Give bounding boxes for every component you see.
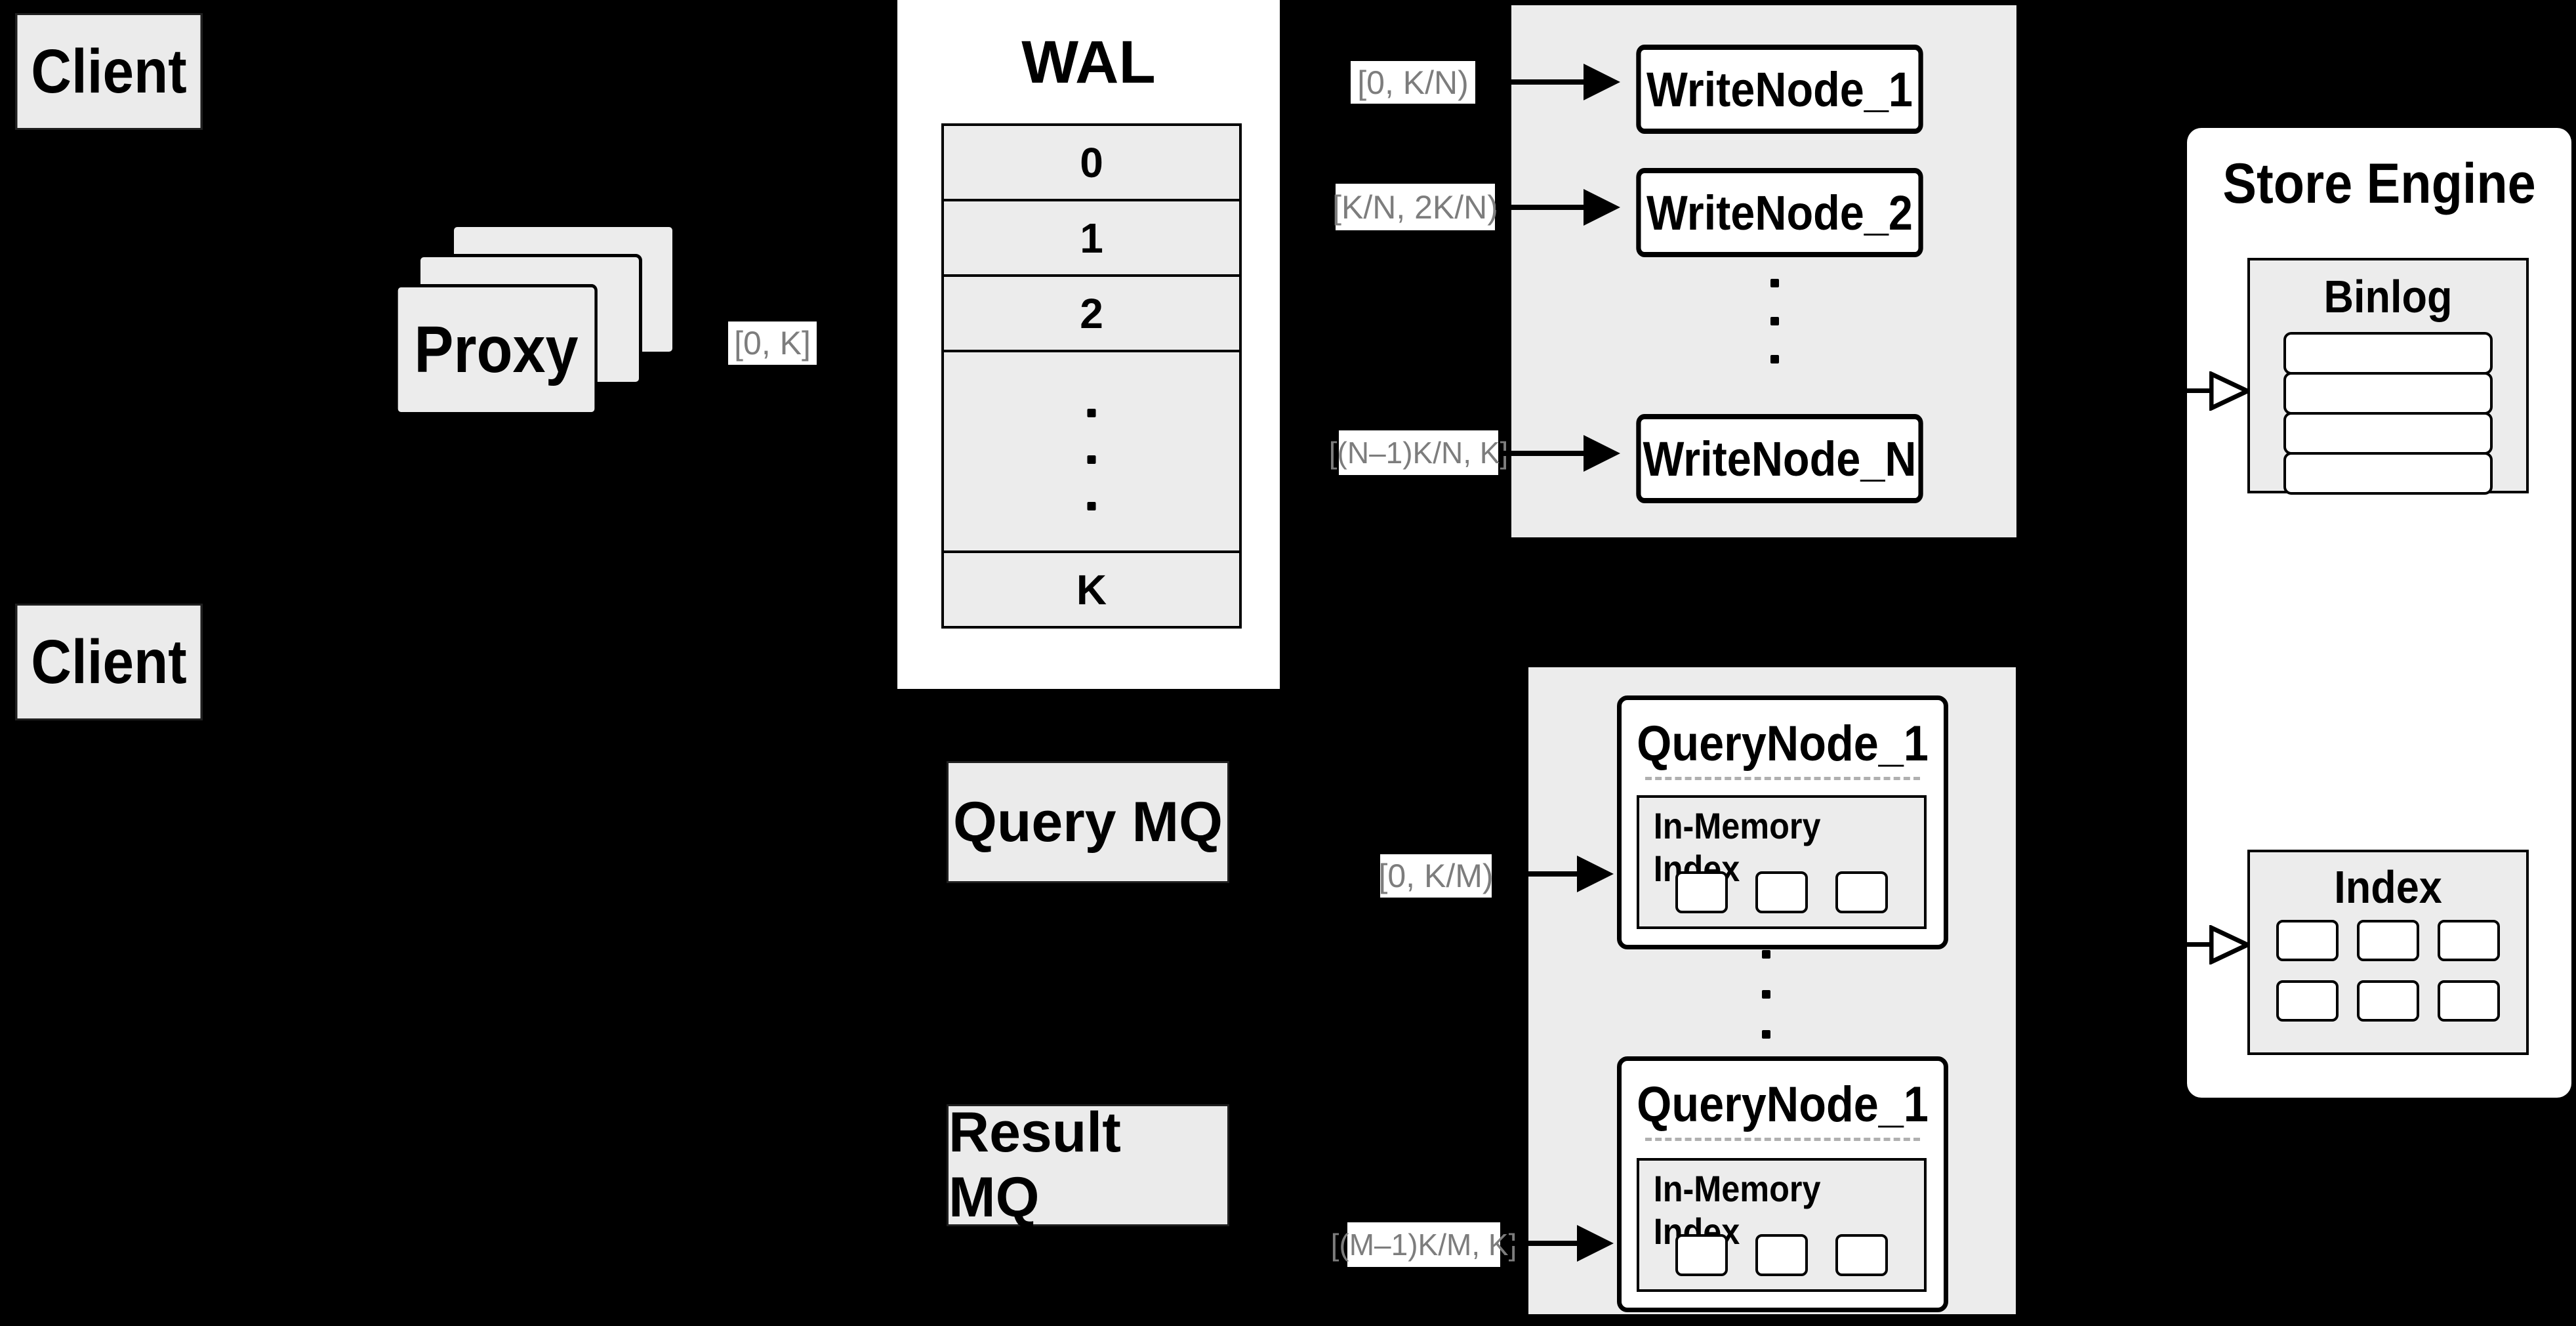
wal-table: 0 1 2 K xyxy=(941,123,1242,629)
arrow-to-querynode-1 xyxy=(1496,871,1578,877)
arrow-to-index xyxy=(2175,942,2213,947)
query-mq-box: Query MQ xyxy=(947,761,1229,883)
arrow-to-querynode-m xyxy=(1503,1241,1578,1246)
index-squares-row-2 xyxy=(2250,980,2526,1022)
client-box-top: Client xyxy=(15,13,203,130)
wal-row-2: 2 xyxy=(944,277,1239,352)
index-square-icon xyxy=(2357,980,2419,1022)
write-node-2-box: WriteNode_2 xyxy=(1636,168,1923,257)
wal-title: WAL xyxy=(1021,28,1156,96)
binlog-rows xyxy=(2283,332,2493,495)
dashed-divider xyxy=(1645,1138,1920,1141)
arrowhead-to-writenode-n-icon xyxy=(1584,435,1620,472)
store-engine-panel: Store Engine Binlog Index xyxy=(2187,128,2571,1098)
in-memory-index-box: In-Memory Index xyxy=(1637,1158,1927,1292)
vertical-ellipsis-icon xyxy=(1762,950,1770,1039)
arrow-to-binlog xyxy=(2175,388,2213,393)
wal-panel: WAL 0 1 2 K xyxy=(897,0,1280,689)
store-engine-title: Store Engine xyxy=(2222,152,2536,215)
write-node-n-box: WriteNode_N xyxy=(1636,414,1923,503)
index-square-icon xyxy=(2438,980,2500,1022)
proxy-box: Proxy xyxy=(395,284,598,415)
range-label-write-n: [(N–1)K/N, K] xyxy=(1329,430,1508,475)
query-node-1-box: QueryNode_1 In-Memory Index xyxy=(1617,695,1948,949)
binlog-row-icon xyxy=(2283,412,2493,455)
segment-square-icon xyxy=(1675,1234,1728,1276)
arrow-to-writenode-n xyxy=(1499,451,1585,456)
index-square-icon xyxy=(2276,920,2339,961)
range-label-write-2: [K/N, 2K/N) xyxy=(1332,184,1498,230)
vertical-ellipsis-icon xyxy=(1087,409,1096,510)
segment-square-icon xyxy=(1835,871,1888,913)
binlog-row-icon xyxy=(2283,332,2493,375)
arrowhead-to-querynode-1-icon xyxy=(1577,856,1614,892)
wal-row-k: K xyxy=(944,553,1239,626)
index-title: Index xyxy=(2334,861,2442,913)
range-label-write-1: [0, K/N) xyxy=(1351,61,1475,104)
index-squares-row-1 xyxy=(2250,920,2526,961)
arrowhead-to-querynode-m-icon xyxy=(1577,1225,1614,1262)
segment-square-icon xyxy=(1755,1234,1808,1276)
write-node-1-box: WriteNode_1 xyxy=(1636,45,1923,134)
client-box-bottom: Client xyxy=(15,604,203,720)
index-square-icon xyxy=(2276,980,2339,1022)
wal-row-1: 1 xyxy=(944,201,1239,277)
dashed-divider xyxy=(1645,777,1920,780)
binlog-row-icon xyxy=(2283,452,2493,495)
wal-row-ellipsis xyxy=(944,352,1239,553)
binlog-row-icon xyxy=(2283,372,2493,415)
arrowhead-to-writenode-2-icon xyxy=(1584,189,1620,226)
result-mq-box: Result MQ xyxy=(947,1101,1229,1229)
open-arrowhead-binlog-icon xyxy=(2209,371,2250,411)
index-box: Index xyxy=(2247,850,2529,1055)
vertical-ellipsis-icon xyxy=(1770,279,1779,363)
query-node-m-box: QueryNode_1 In-Memory Index xyxy=(1617,1056,1948,1312)
segment-squares xyxy=(1639,1234,1924,1276)
binlog-title: Binlog xyxy=(2323,271,2453,322)
binlog-box: Binlog xyxy=(2247,258,2529,495)
arrow-to-writenode-1 xyxy=(1476,79,1585,85)
in-memory-index-box: In-Memory Index xyxy=(1637,795,1927,929)
index-square-icon xyxy=(2438,920,2500,961)
arrowhead-to-writenode-1-icon xyxy=(1584,64,1620,100)
range-label-0-k: [0, K] xyxy=(728,321,817,365)
query-node-m-title: QueryNode_1 xyxy=(1637,1076,1929,1132)
segment-square-icon xyxy=(1835,1234,1888,1276)
open-arrowhead-index-icon xyxy=(2209,925,2250,964)
segment-squares xyxy=(1639,871,1924,913)
range-label-query-m: [(M–1)K/M, K] xyxy=(1331,1222,1517,1267)
index-square-icon xyxy=(2357,920,2419,961)
query-node-1-title: QueryNode_1 xyxy=(1637,715,1929,772)
wal-row-0: 0 xyxy=(944,126,1239,201)
segment-square-icon xyxy=(1755,871,1808,913)
segment-square-icon xyxy=(1675,871,1728,913)
arrow-to-writenode-2 xyxy=(1496,205,1585,210)
range-label-query-1: [0, K/M) xyxy=(1378,854,1494,898)
